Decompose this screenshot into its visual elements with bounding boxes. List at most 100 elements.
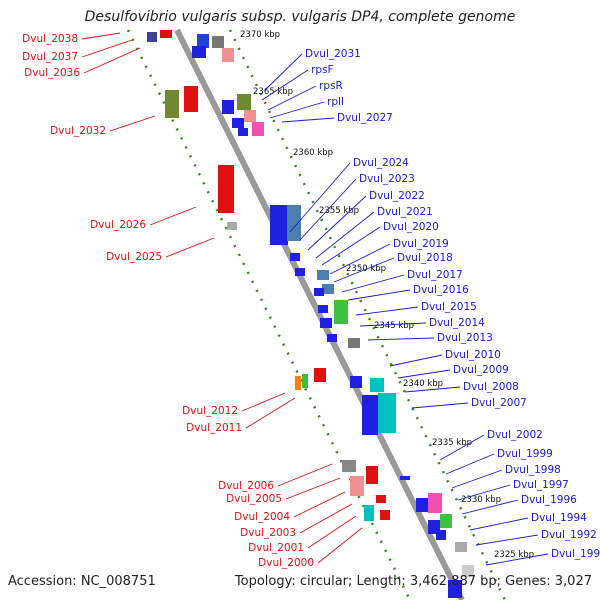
right-label-4: Dvul_2027 — [337, 112, 393, 124]
left-label-12: Dvul_2001 — [248, 542, 304, 554]
right-leader-21 — [439, 434, 485, 461]
left-leader-3 — [109, 115, 156, 132]
right-label-1: rpsF — [311, 64, 334, 76]
gene-block-14 — [218, 165, 234, 213]
tick-label-0: 2370 kbp — [240, 30, 280, 40]
gene-block-11 — [238, 128, 248, 136]
right-leader-10 — [329, 243, 391, 275]
right-label-11: Dvul_2018 — [397, 252, 453, 264]
gene-block-36 — [350, 476, 364, 496]
right-label-5: Dvul_2024 — [353, 157, 409, 169]
right-leader-24 — [457, 484, 511, 501]
gene-block-12 — [165, 90, 179, 118]
gene-block-7 — [222, 100, 234, 114]
left-leader-2 — [83, 47, 141, 74]
gene-block-23 — [334, 300, 348, 324]
gene-block-49 — [448, 580, 462, 598]
right-leader-15 — [359, 322, 427, 327]
gene-block-34 — [314, 368, 326, 382]
gene-block-5 — [160, 30, 172, 38]
gene-block-35 — [342, 460, 356, 472]
gene-block-26 — [327, 334, 337, 342]
gene-block-16 — [270, 205, 288, 245]
gene-block-21 — [322, 284, 334, 294]
left-leader-13 — [317, 527, 363, 564]
right-leader-5 — [289, 162, 351, 233]
gene-block-0 — [197, 34, 209, 48]
gene-block-24 — [318, 305, 328, 313]
gene-block-44 — [440, 514, 452, 528]
right-leader-22 — [445, 453, 495, 475]
gene-block-15 — [227, 222, 237, 230]
tick-label-7: 2335 kbp — [432, 438, 472, 448]
gene-block-33 — [302, 374, 308, 388]
left-leader-4 — [149, 206, 197, 226]
gene-block-31 — [362, 395, 378, 435]
left-label-7: Dvul_2011 — [186, 422, 242, 434]
right-label-23: Dvul_1998 — [505, 464, 561, 476]
gene-block-42 — [416, 498, 428, 512]
right-leader-17 — [389, 354, 443, 367]
right-leader-4 — [281, 117, 335, 123]
gene-block-47 — [455, 542, 467, 552]
left-leader-10 — [293, 491, 346, 518]
right-label-7: Dvul_2022 — [369, 190, 425, 202]
gene-block-18 — [290, 253, 300, 261]
right-label-27: Dvul_1992 — [541, 529, 597, 541]
gene-block-29 — [370, 378, 384, 392]
gene-block-3 — [192, 46, 206, 58]
gene-block-28 — [350, 376, 362, 388]
right-label-21: Dvul_2002 — [487, 429, 543, 441]
gene-block-37 — [366, 466, 378, 484]
left-label-8: Dvul_2006 — [218, 480, 274, 492]
right-label-28: Dvul_1991 — [551, 548, 600, 560]
gene-block-22 — [314, 288, 324, 296]
gene-block-17 — [287, 205, 301, 241]
right-leader-26 — [469, 517, 529, 531]
right-label-17: Dvul_2010 — [445, 349, 501, 361]
right-label-19: Dvul_2008 — [463, 381, 519, 393]
right-label-24: Dvul_1997 — [513, 479, 569, 491]
left-label-6: Dvul_2012 — [182, 405, 238, 417]
left-leader-0 — [81, 32, 121, 40]
right-leader-1 — [261, 69, 309, 101]
gene-block-40 — [380, 510, 390, 520]
accession-text: Accession: NC_008751 — [8, 574, 156, 589]
right-label-14: Dvul_2015 — [421, 301, 477, 313]
left-leader-11 — [299, 503, 353, 534]
right-label-13: Dvul_2016 — [413, 284, 469, 296]
right-leader-14 — [355, 306, 419, 316]
gene-block-1 — [212, 36, 224, 48]
tick-label-3: 2355 kbp — [319, 206, 359, 216]
left-label-2: Dvul_2036 — [24, 67, 80, 79]
right-leader-0 — [264, 53, 303, 91]
gene-block-8 — [244, 110, 256, 122]
left-label-1: Dvul_2037 — [22, 51, 78, 63]
gene-block-4 — [147, 32, 157, 42]
gene-block-43 — [428, 493, 442, 513]
tick-label-9: 2325 kbp — [494, 550, 534, 560]
right-leader-18 — [397, 369, 451, 379]
right-label-0: Dvul_2031 — [305, 48, 361, 60]
right-leader-27 — [475, 534, 539, 546]
right-label-26: Dvul_1994 — [531, 512, 587, 524]
right-leader-19 — [404, 386, 461, 393]
left-leader-12 — [307, 515, 357, 549]
left-label-5: Dvul_2025 — [106, 251, 162, 263]
map-title: Desulfovibrio vulgaris subsp. vulgaris D… — [84, 9, 516, 25]
gene-block-6 — [237, 94, 251, 110]
left-leader-8 — [277, 463, 333, 487]
right-label-3: rplI — [327, 96, 344, 108]
gene-block-25 — [320, 318, 332, 328]
left-label-4: Dvul_2026 — [90, 219, 146, 231]
right-leader-2 — [267, 85, 317, 111]
left-label-0: Dvul_2038 — [22, 33, 78, 45]
right-leader-12 — [341, 274, 405, 293]
left-leader-9 — [285, 477, 341, 500]
gene-block-10 — [232, 118, 244, 128]
right-label-15: Dvul_2014 — [429, 317, 485, 329]
right-leader-23 — [451, 469, 503, 489]
right-label-2: rpsR — [319, 80, 343, 92]
right-leader-7 — [307, 195, 367, 251]
right-leader-28 — [485, 553, 549, 566]
